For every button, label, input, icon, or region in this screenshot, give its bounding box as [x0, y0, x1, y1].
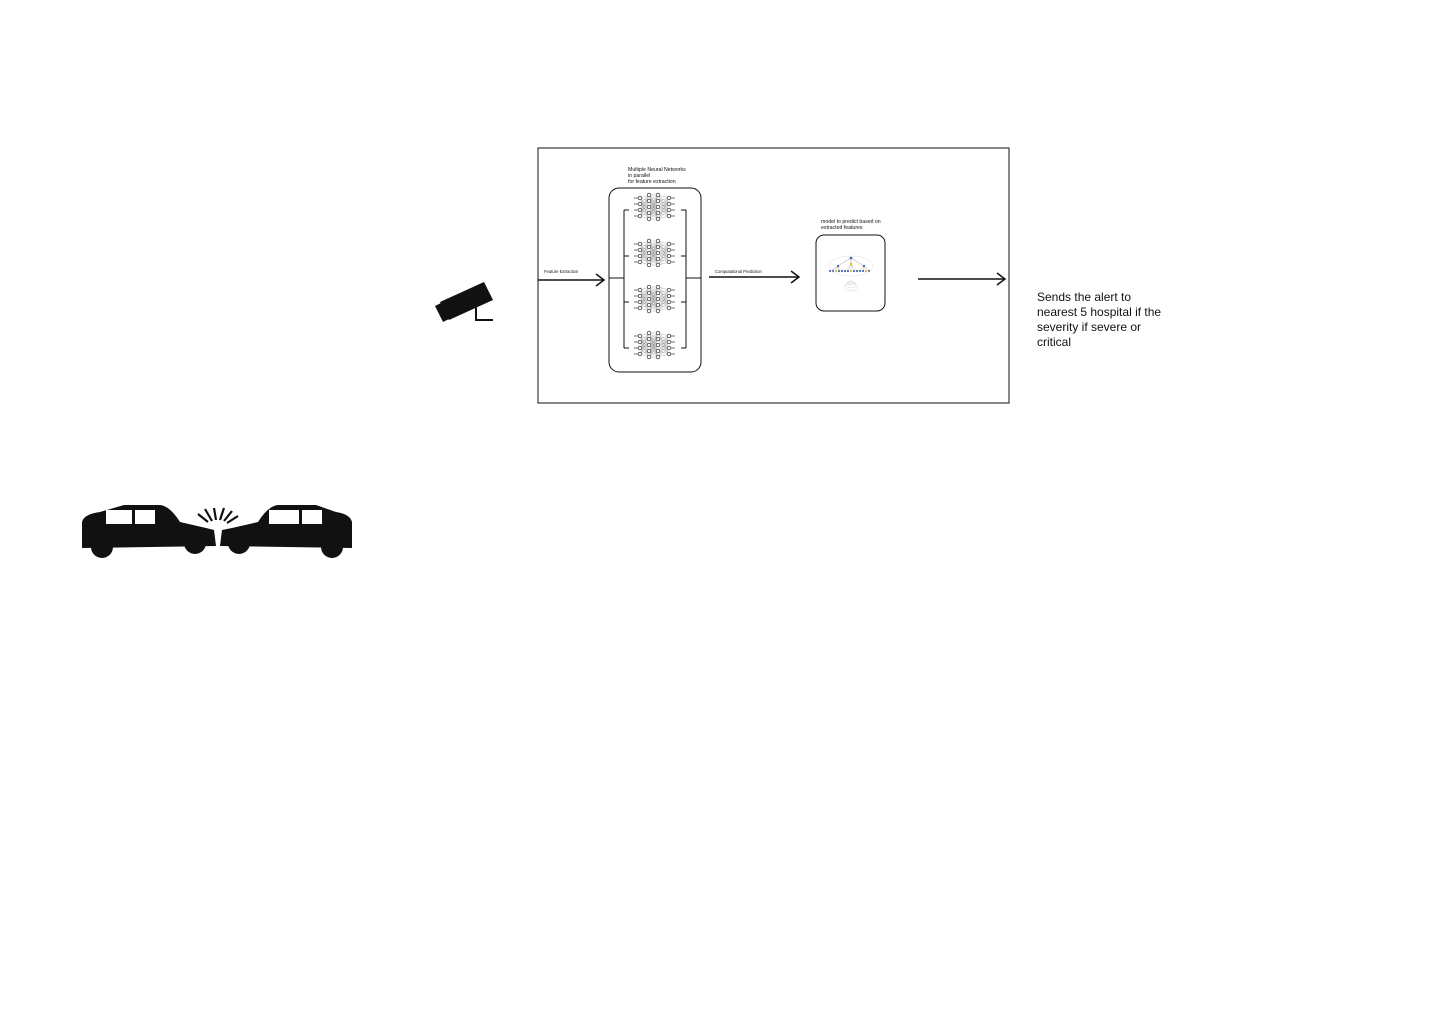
- neural-network-4: [634, 330, 675, 360]
- model-tree-graphic: [828, 255, 874, 292]
- computation-label: Computational Prediction: [715, 269, 762, 274]
- feature-extraction-arrow: [538, 273, 606, 287]
- nn-group-box: [608, 187, 702, 373]
- neural-network-2: [634, 238, 675, 268]
- model-box: [815, 234, 886, 312]
- alert-arrow: [918, 272, 1007, 286]
- cctv-camera-icon: [435, 282, 493, 322]
- neural-network-3: [634, 284, 675, 314]
- neural-network-1: [634, 192, 675, 222]
- nn-brackets: [609, 209, 701, 349]
- computation-arrow: [709, 270, 801, 284]
- alert-description: Sends the alert to nearest 5 hospital if…: [1037, 290, 1162, 349]
- nn-group-title: Multiple Neural Networks in parallel for…: [628, 167, 687, 185]
- feature-extraction-label: Feature Extraction: [544, 269, 579, 274]
- pipeline-frame: [537, 147, 1010, 404]
- car-crash-icon: [82, 505, 352, 558]
- model-box-title: model to predict based on extracted feat…: [821, 219, 882, 231]
- neural-networks: [634, 192, 675, 360]
